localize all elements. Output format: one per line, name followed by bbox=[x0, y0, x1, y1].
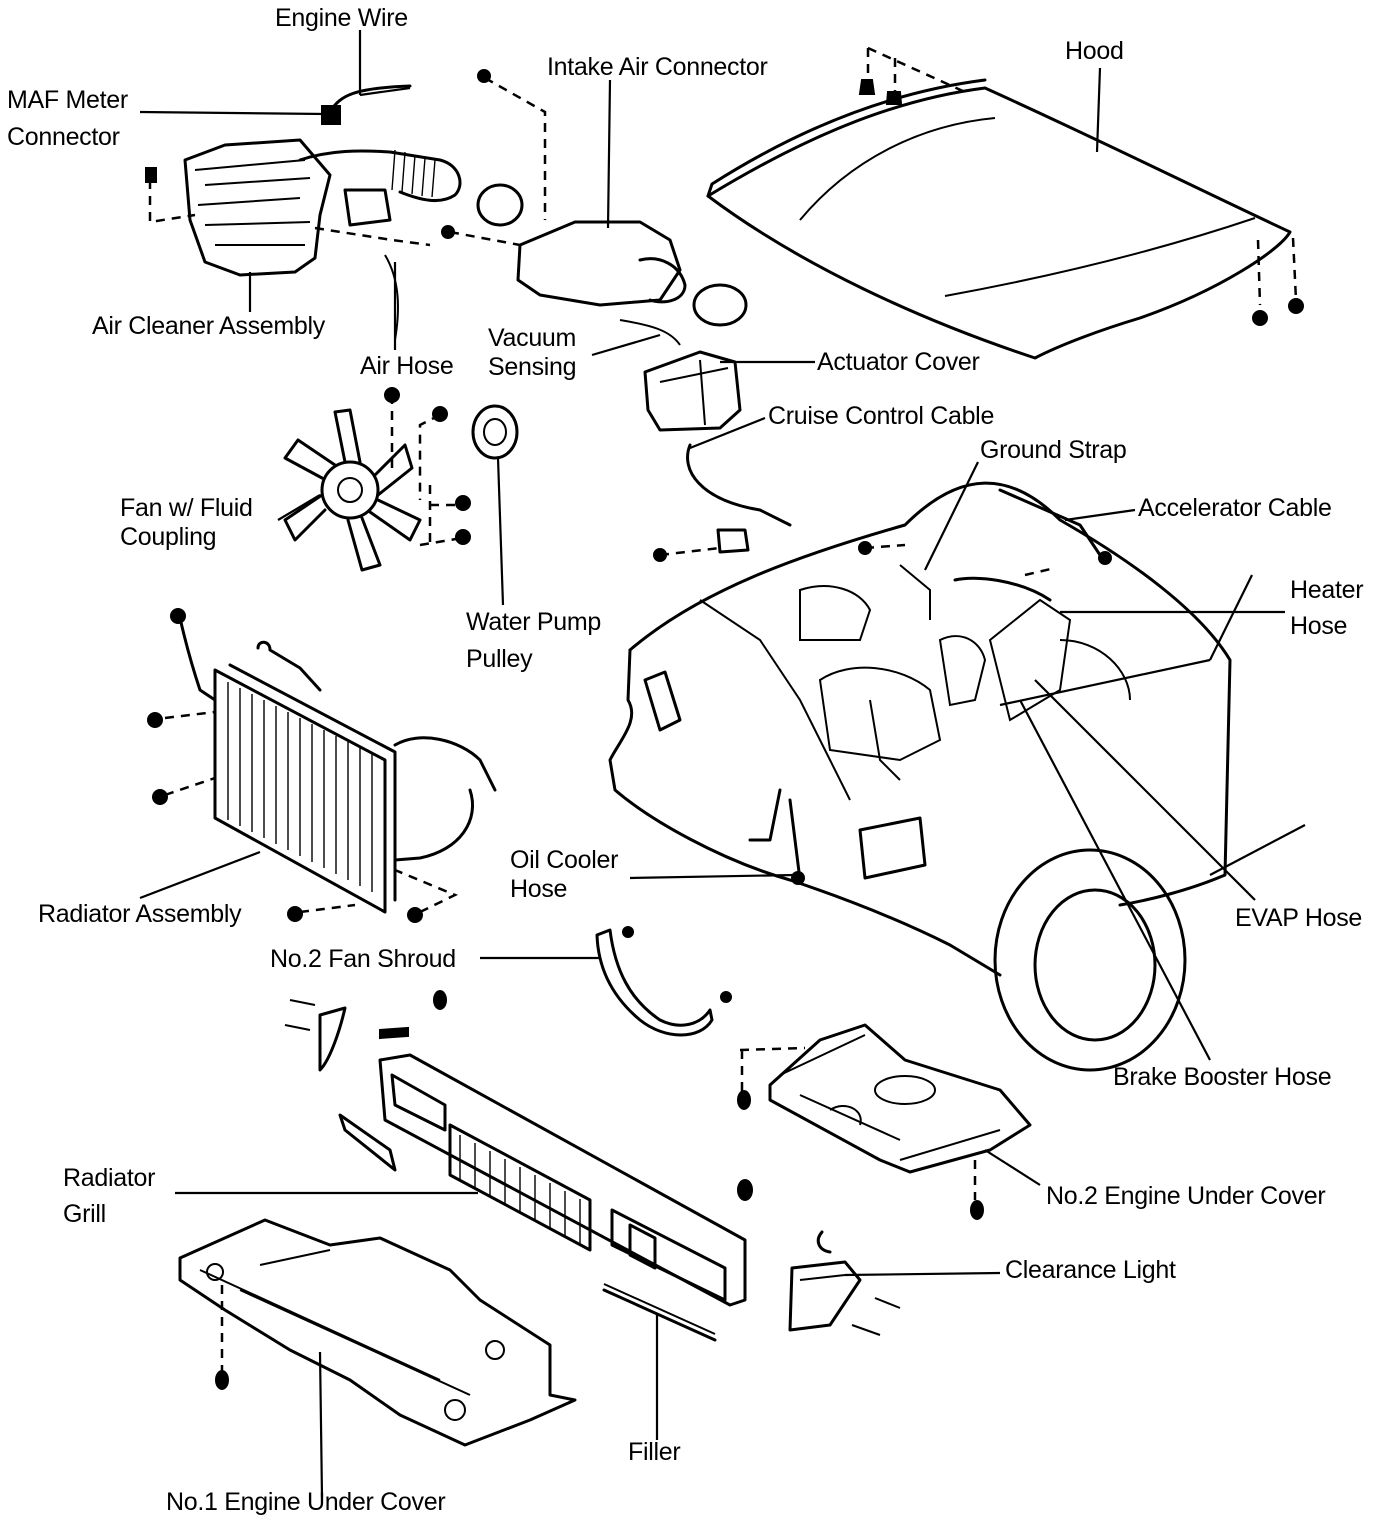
label-maf-meter-connector-line2: Connector bbox=[7, 123, 120, 151]
label-no1-engine-under-cover: No.1 Engine Under Cover bbox=[166, 1488, 446, 1516]
label-vacuum-sensing: Vacuum Sensing bbox=[488, 324, 577, 382]
label-actuator-cover: Actuator Cover bbox=[817, 348, 980, 376]
label-cruise-control-cable: Cruise Control Cable bbox=[768, 402, 995, 430]
label-evap-hose: EVAP Hose bbox=[1235, 904, 1362, 932]
label-engine-wire: Engine Wire bbox=[275, 4, 408, 32]
label-fan-fluid-coupling-line1: Fan w/ Fluid bbox=[120, 494, 253, 522]
clearance-light-part bbox=[788, 1230, 901, 1336]
label-oil-cooler-hose-line1: Oil Cooler bbox=[510, 846, 619, 874]
label-filler: Filler bbox=[628, 1438, 681, 1466]
label-oil-cooler-hose: Oil Cooler Hose bbox=[510, 846, 618, 904]
fan-shroud-part bbox=[595, 926, 732, 1037]
label-heater-hose-line2: Hose bbox=[1290, 612, 1348, 640]
label-accelerator-cable: Accelerator Cable bbox=[1138, 494, 1332, 522]
water-pump-pulley-part bbox=[471, 404, 519, 460]
label-clearance-light: Clearance Light bbox=[1005, 1256, 1176, 1284]
vehicle-body-part bbox=[608, 481, 1232, 1072]
label-radiator-grill-line2: Grill bbox=[63, 1200, 106, 1228]
label-fan-fluid-coupling-line2: Coupling bbox=[120, 523, 217, 551]
label-brake-booster-hose: Brake Booster Hose bbox=[1113, 1063, 1332, 1091]
air-cleaner-part bbox=[145, 84, 462, 341]
actuator-cover-part bbox=[643, 350, 792, 562]
label-oil-cooler-hose-line2: Hose bbox=[510, 875, 568, 903]
label-ground-strap: Ground Strap bbox=[980, 436, 1127, 464]
intake-air-connector-part bbox=[441, 69, 748, 346]
radiator-part bbox=[147, 608, 497, 923]
label-air-cleaner-assembly: Air Cleaner Assembly bbox=[92, 312, 325, 340]
label-hood: Hood bbox=[1065, 37, 1124, 65]
label-radiator-grill: Radiator Grill bbox=[63, 1160, 155, 1232]
label-fan-fluid-coupling: Fan w/ Fluid Coupling bbox=[120, 494, 253, 552]
leader-lines bbox=[139, 30, 1306, 1498]
label-maf-meter-connector: MAF Meter Connector bbox=[7, 84, 128, 154]
label-vacuum-sensing-line2: Sensing bbox=[488, 353, 577, 381]
label-no2-engine-under-cover: No.2 Engine Under Cover bbox=[1046, 1182, 1326, 1210]
label-radiator-grill-line1: Radiator bbox=[63, 1164, 156, 1192]
label-intake-air-connector: Intake Air Connector bbox=[547, 53, 768, 81]
label-water-pump-pulley-line2: Pulley bbox=[466, 645, 533, 673]
label-radiator-assembly: Radiator Assembly bbox=[38, 900, 242, 928]
no1-engine-under-cover-part bbox=[178, 1218, 577, 1447]
label-vacuum-sensing-line1: Vacuum bbox=[488, 324, 577, 352]
radiator-grill-part bbox=[284, 990, 753, 1342]
no2-engine-under-cover-part bbox=[737, 1023, 1032, 1220]
label-water-pump-pulley-line1: Water Pump bbox=[466, 608, 602, 636]
label-air-hose: Air Hose bbox=[360, 352, 454, 380]
hood-part bbox=[706, 46, 1304, 360]
label-water-pump-pulley: Water Pump Pulley bbox=[466, 604, 601, 678]
label-maf-meter-connector-line1: MAF Meter bbox=[7, 86, 128, 114]
label-heater-hose-line1: Heater bbox=[1290, 576, 1364, 604]
label-heater-hose: Heater Hose bbox=[1290, 572, 1364, 644]
fan-part bbox=[283, 387, 471, 572]
label-no2-fan-shroud: No.2 Fan Shroud bbox=[270, 945, 456, 973]
